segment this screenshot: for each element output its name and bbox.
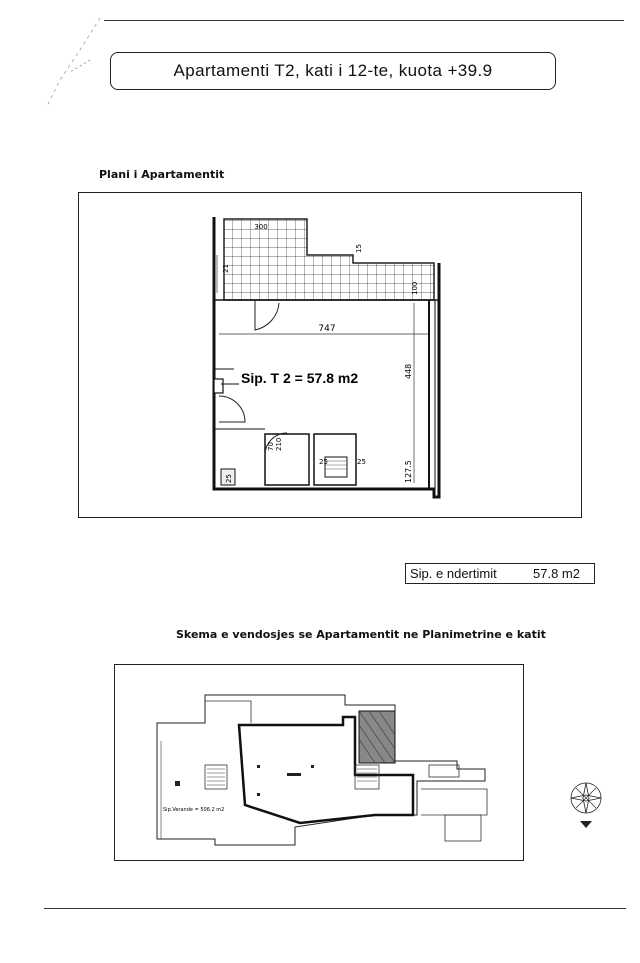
top-rule — [104, 20, 624, 21]
building-area-box: Sip. e ndertimit 57.8 m2 — [405, 563, 595, 584]
dim-right-height: 448 — [404, 364, 413, 379]
site-plan-frame: Sip.Verande = 506.2 m2 — [114, 664, 524, 861]
title-box: Apartamenti T2, kati i 12-te, kuota +39.… — [110, 52, 556, 90]
floor-outline — [156, 694, 486, 846]
north-arrow-icon — [570, 782, 602, 828]
building-area-value: 57.8 m2 — [533, 566, 580, 581]
dim-inner-width: 747 — [318, 324, 335, 334]
dim-left-offset: 21 — [222, 264, 230, 273]
plan-section-title: Plani i Apartamentit — [99, 168, 225, 181]
apartment-area-label: Sip. T 2 = 57.8 m2 — [241, 370, 358, 386]
dim-bottom-b: 25 — [357, 458, 366, 466]
dim-bottom-a: 25 — [319, 458, 328, 466]
floor-plan-drawing: 300 15 21 100 747 448 70 210 127.5 25 25… — [212, 217, 441, 499]
scan-artifact — [45, 17, 101, 109]
dim-door-a: 70 — [267, 442, 275, 451]
dim-top-width: 300 — [254, 223, 267, 231]
main-hall-outline — [237, 715, 415, 825]
site-plan-drawing: Sip.Verande = 506.2 m2 — [156, 694, 488, 846]
page-title: Apartamenti T2, kati i 12-te, kuota +39.… — [173, 61, 493, 80]
site-section-title: Skema e vendosjes se Apartamentit ne Pla… — [176, 628, 546, 641]
dim-bottom-left: 25 — [225, 474, 233, 483]
dim-terrace-depth: 100 — [411, 282, 419, 295]
floor-plan-frame: 300 15 21 100 747 448 70 210 127.5 25 25… — [78, 192, 582, 518]
dim-step: 15 — [355, 244, 363, 253]
dim-lower-right: 127.5 — [404, 460, 413, 483]
kitchen-outline — [313, 433, 357, 486]
building-area-label: Sip. e ndertimit — [410, 566, 497, 581]
veranda-area-label: Sip.Verande = 506.2 m2 — [163, 807, 224, 813]
entrance-door-swing — [218, 395, 246, 423]
apartment-outer-wall — [212, 217, 441, 499]
dim-door-b: 210 — [275, 438, 283, 451]
bottom-rule — [44, 908, 626, 909]
terrace-door-swing — [254, 300, 280, 331]
bathroom-outline — [264, 433, 310, 486]
terrace-area — [223, 218, 435, 301]
